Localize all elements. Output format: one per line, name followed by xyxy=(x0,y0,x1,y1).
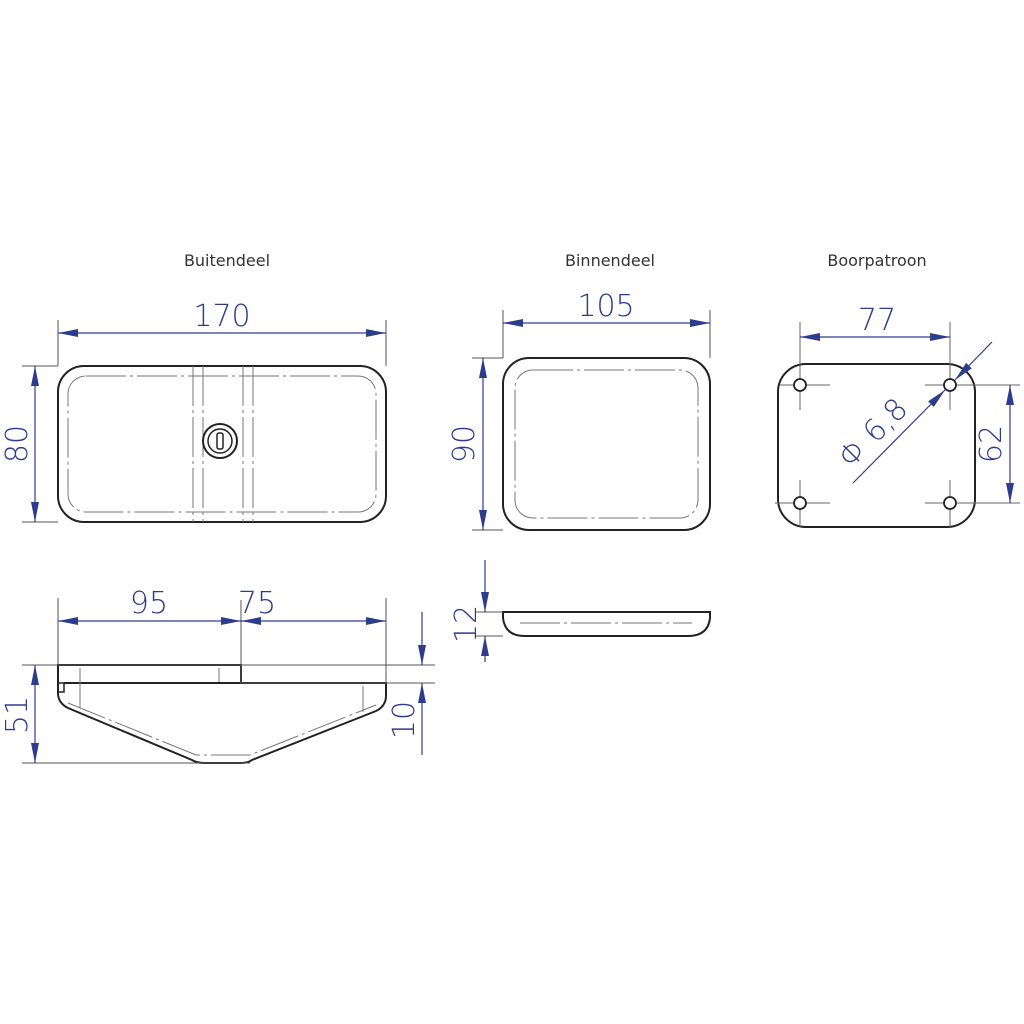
title-binnendeel: Binnendeel xyxy=(565,251,655,270)
mounting-holes xyxy=(793,378,957,510)
svg-text:95: 95 xyxy=(130,586,168,621)
svg-text:62: 62 xyxy=(974,425,1009,463)
svg-text:10: 10 xyxy=(387,701,422,739)
dimension-width-105: 105 xyxy=(502,289,711,358)
svg-text:105: 105 xyxy=(577,289,634,324)
dimension-hole-spacing-77: 77 xyxy=(800,303,950,341)
svg-text:77: 77 xyxy=(858,303,896,338)
title-boorpatroon: Boorpatroon xyxy=(827,251,926,270)
svg-text:80: 80 xyxy=(0,425,35,463)
dimension-95-75: 95 75 xyxy=(57,586,387,683)
title-buitendeel: Buitendeel xyxy=(184,251,270,270)
dimension-hole-spacing-62: 62 xyxy=(974,385,1014,503)
svg-text:51: 51 xyxy=(0,696,35,734)
buitendeel-side-view xyxy=(57,664,387,764)
dimension-height-80: 80 xyxy=(0,365,58,523)
dimension-width-170: 170 xyxy=(57,299,387,366)
dimension-thickness-12: 12 xyxy=(449,605,484,643)
binnendeel-side-view: 12 xyxy=(449,560,711,662)
binnendeel-top-view xyxy=(502,357,711,531)
svg-text:75: 75 xyxy=(238,586,276,621)
lock-icon xyxy=(202,423,238,459)
svg-text:90: 90 xyxy=(447,425,482,463)
dimension-height-90: 90 xyxy=(447,357,503,531)
buitendeel-top-view xyxy=(57,365,387,523)
svg-text:170: 170 xyxy=(193,299,250,334)
boorpatroon-view xyxy=(775,322,1020,528)
dimension-51-10: 51 10 xyxy=(0,612,435,764)
